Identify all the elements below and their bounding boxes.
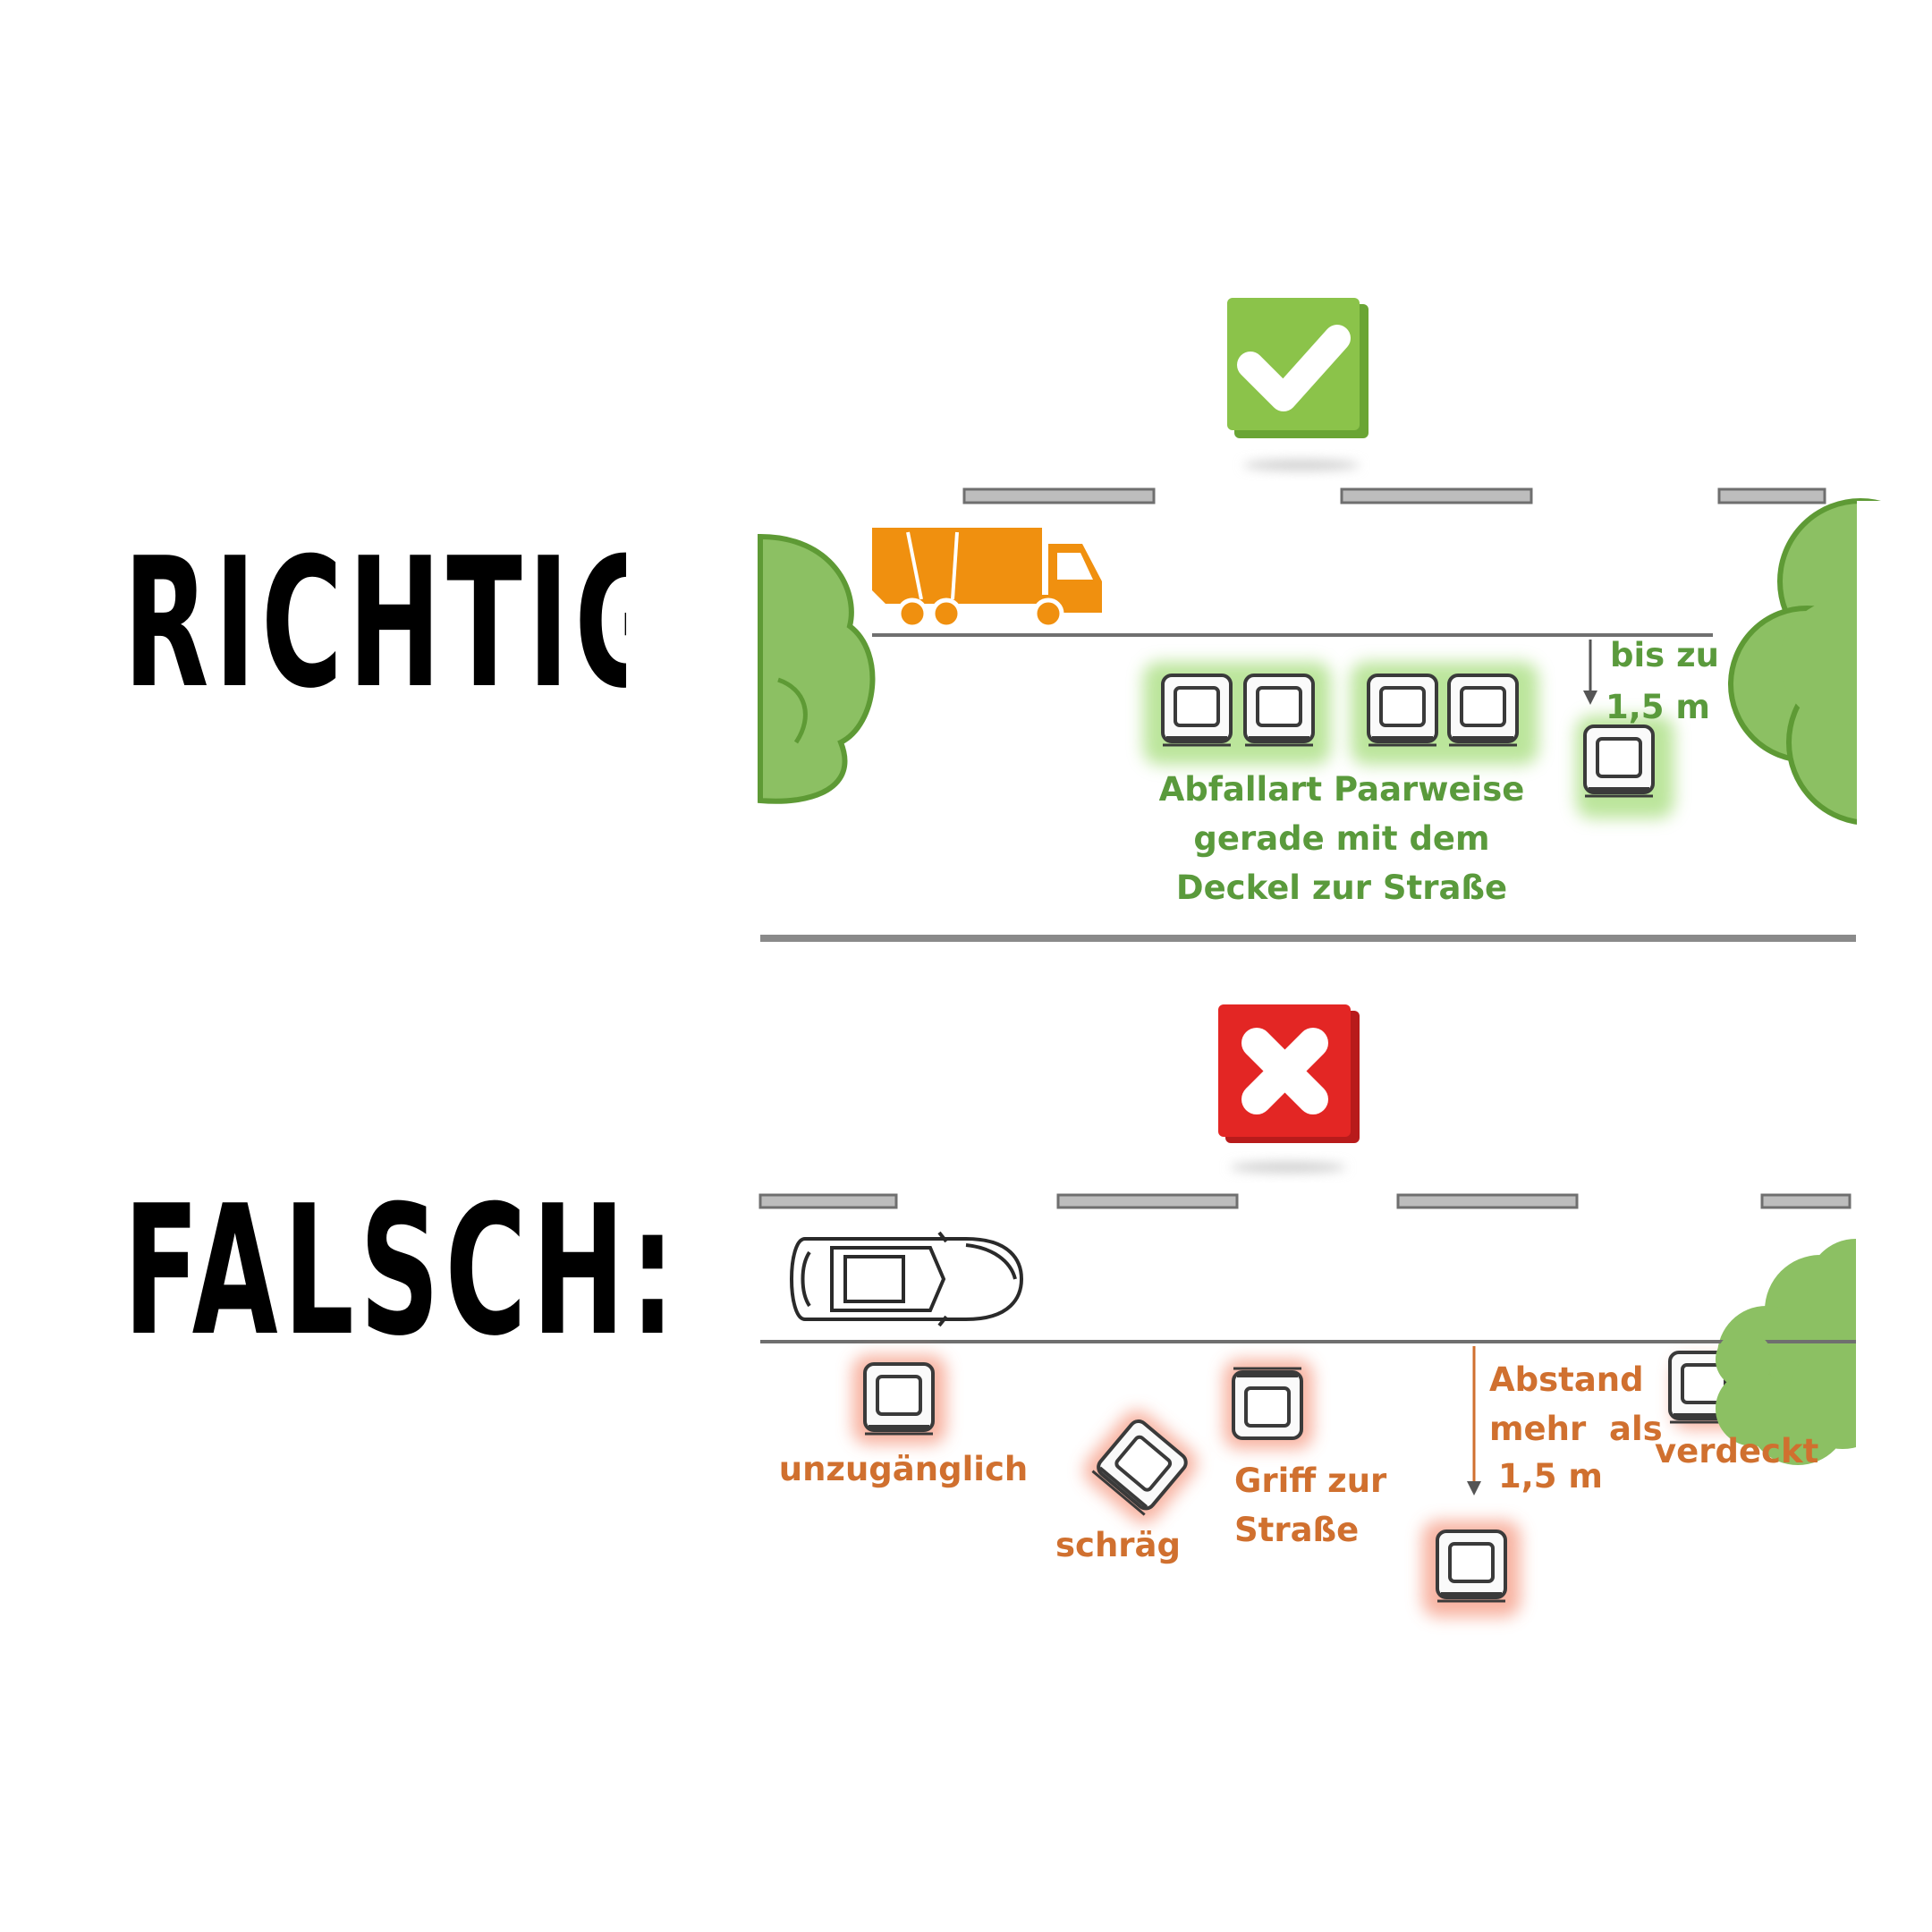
arrow-down-icon xyxy=(1467,1346,1481,1496)
road-center-dashes xyxy=(962,487,1826,504)
waste-bin-icon xyxy=(1447,674,1519,747)
caption-line-2: gerade mit dem xyxy=(1193,819,1489,858)
road-edge-line xyxy=(760,935,1856,942)
tree-icon xyxy=(1728,498,1932,841)
correct-section: bis zu 1,5 m Abfallart Paarweise gerade … xyxy=(626,298,1932,942)
label-tilted: schräg xyxy=(1055,1526,1181,1564)
waste-bin-icon-tilted xyxy=(1090,1415,1191,1517)
tree-icon-left xyxy=(758,533,876,804)
waste-bin-icon-inaccessible xyxy=(863,1362,935,1436)
label-handle-line-1: Griff zur xyxy=(1234,1462,1387,1500)
label-distance-line-2: mehr als xyxy=(1489,1410,1663,1448)
label-richtig: RICHTIG: xyxy=(123,520,722,728)
caption-line-1: Abfallart Paarweise xyxy=(1159,770,1525,809)
bin-group-correct xyxy=(1143,662,1674,818)
distance-label-2: 1,5 m xyxy=(1606,688,1710,726)
waste-bin-icon xyxy=(1367,674,1438,747)
label-distance-line-1: Abstand xyxy=(1489,1360,1644,1399)
label-handle-line-2: Straße xyxy=(1234,1511,1359,1549)
label-falsch: FALSCH: xyxy=(123,1167,681,1376)
label-covered: verdeckt xyxy=(1655,1432,1818,1470)
label-distance-line-3: 1,5 m xyxy=(1498,1457,1603,1496)
cross-icon xyxy=(1218,1004,1360,1173)
wrong-section: unzugänglich schräg Griff zur Straße Abs… xyxy=(758,1004,1932,1617)
garbage-truck-icon xyxy=(872,528,1102,630)
arrow-down-icon xyxy=(1583,640,1597,705)
distance-label-1: bis zu xyxy=(1610,636,1719,674)
waste-bin-icon xyxy=(1161,674,1233,747)
waste-bin-icon-handle-to-street xyxy=(1232,1367,1303,1440)
caption-line-3: Deckel zur Straße xyxy=(1176,869,1507,907)
car-icon xyxy=(790,1231,1024,1327)
check-icon xyxy=(1227,298,1368,470)
road-center-dashes xyxy=(758,1193,1852,1209)
waste-bin-icon-too-far xyxy=(1436,1530,1507,1603)
label-inaccessible: unzugänglich xyxy=(779,1450,1028,1488)
tree-icon-overlap xyxy=(1716,1331,1791,1446)
waste-bin-icon xyxy=(1243,674,1315,747)
waste-bin-icon xyxy=(1583,724,1655,798)
